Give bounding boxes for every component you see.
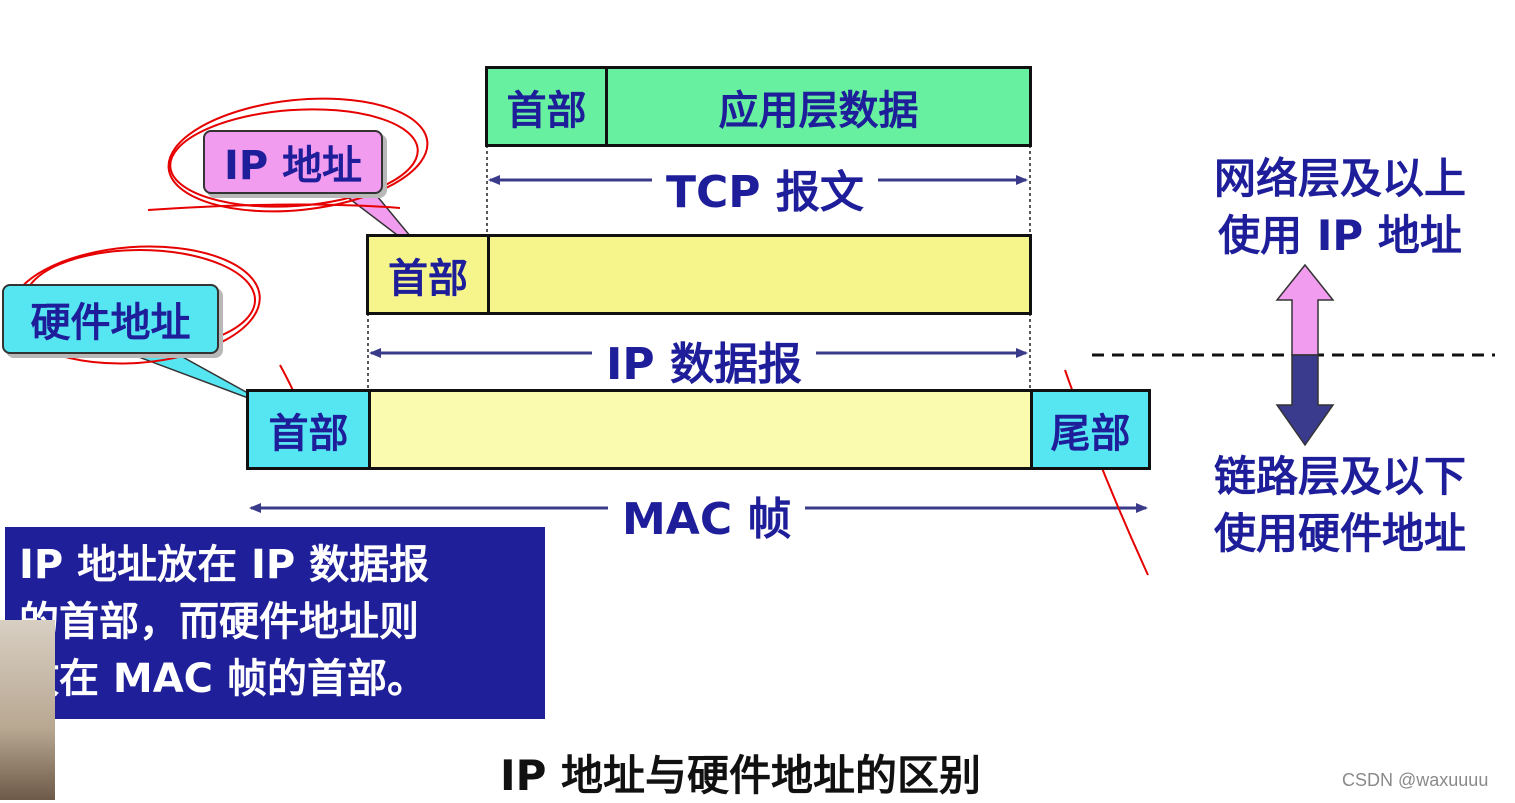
tcp-payload-label: 应用层数据 — [718, 87, 919, 134]
upper-layer-line1: 网络层及以上 — [1213, 154, 1466, 203]
ip-header-cell: 首部 — [369, 237, 490, 312]
mac-trailer-cell: 尾部 — [1030, 392, 1148, 467]
webcam-overlay — [0, 620, 55, 800]
mac-trailer-label: 尾部 — [1050, 410, 1131, 457]
upper-layer-text: 网络层及以上 使用 IP 地址 — [1180, 150, 1500, 264]
ip-datagram-label: IP 数据报 — [592, 328, 816, 392]
tcp-segment-label: TCP 报文 — [652, 156, 878, 220]
ip-header-label: 首部 — [388, 255, 468, 302]
tcp-segment: 首部 应用层数据 — [485, 66, 1032, 147]
down-arrow-icon — [1275, 354, 1335, 447]
note-line2: 的首部，而硬件地址则 — [19, 599, 419, 645]
lower-layer-line1: 链路层及以下 — [1213, 452, 1466, 501]
figure-caption: IP 地址与硬件地址的区别 — [500, 751, 982, 800]
note-line3: 放在 MAC 帧的首部。 — [19, 656, 427, 702]
note-box: IP 地址放在 IP 数据报 的首部，而硬件地址则 放在 MAC 帧的首部。 — [5, 527, 545, 719]
mac-header-label: 首部 — [268, 410, 349, 457]
lower-layer-text: 链路层及以下 使用硬件地址 — [1180, 448, 1500, 562]
mac-frame: 首部 尾部 — [246, 389, 1151, 470]
tcp-header-label: 首部 — [506, 87, 587, 134]
tcp-header-cell: 首部 — [488, 69, 608, 144]
ip-address-callout: IP 地址 — [203, 130, 383, 194]
mac-header-cell: 首部 — [249, 392, 371, 467]
ip-datagram: 首部 — [366, 234, 1032, 315]
hardware-address-callout: 硬件地址 — [2, 284, 219, 354]
upper-layer-line2: 使用 IP 地址 — [1218, 211, 1462, 260]
hardware-address-callout-label: 硬件地址 — [30, 300, 191, 346]
note-line1: IP 地址放在 IP 数据报 — [19, 542, 430, 588]
mac-frame-label: MAC 帧 — [608, 483, 806, 547]
up-arrow-icon — [1275, 263, 1335, 356]
ip-address-callout-label: IP 地址 — [223, 143, 363, 189]
watermark: CSDN @waxuuuu — [1342, 770, 1489, 790]
lower-layer-line2: 使用硬件地址 — [1213, 509, 1466, 558]
tcp-payload-cell: 应用层数据 — [608, 69, 1029, 144]
